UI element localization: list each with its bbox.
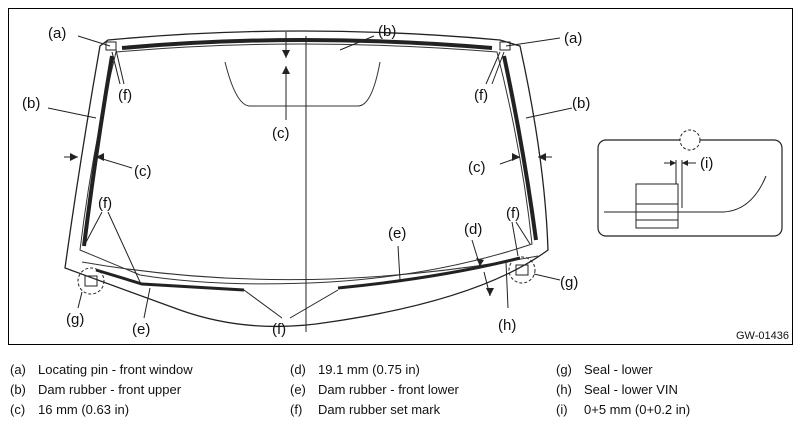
callout-g-left: (g) (66, 311, 84, 328)
detail-inset-marker (679, 129, 701, 151)
callout-c-right: (c) (468, 159, 486, 176)
dam-rubber-lower-right (337, 256, 521, 290)
detail-seal-block (635, 183, 679, 229)
legend-text: 19.1 mm (0.75 in) (318, 362, 420, 377)
windshield-inner-outline (79, 43, 533, 285)
legend-key: (h) (556, 382, 572, 397)
legend-text: Dam rubber - front upper (38, 382, 182, 397)
dam-rubber-left (82, 55, 114, 247)
callout-b-top: (b) (378, 23, 396, 40)
callout-b-left: (b) (22, 95, 40, 112)
legend-item: (b) Dam rubber - front upper (10, 382, 181, 397)
callout-e-mid: (e) (388, 225, 406, 242)
callout-a-right: (a) (564, 30, 582, 47)
legend-item: (a) Locating pin - front window (10, 362, 193, 377)
legend-item: (g) Seal - lower (556, 362, 653, 377)
seal-lower-right (515, 264, 529, 276)
legend-text: 0+5 mm (0+0.2 in) (584, 402, 691, 417)
legend-item: (e) Dam rubber - front lower (290, 382, 459, 397)
lower-glass-line (81, 255, 539, 281)
legend-key: (i) (556, 402, 568, 417)
legend-key: (b) (10, 382, 26, 397)
legend-key: (d) (290, 362, 306, 377)
callout-h: (h) (498, 317, 516, 334)
callout-c-top: (c) (272, 125, 290, 142)
callout-a-left: (a) (48, 25, 66, 42)
legend-text: Locating pin - front window (38, 362, 193, 377)
legend-text: Dam rubber set mark (318, 402, 441, 417)
legend-key: (g) (556, 362, 572, 377)
diagram-frame (8, 8, 793, 345)
callout-f-top-left: (f) (118, 87, 132, 104)
dam-rubber-upper (121, 38, 493, 50)
legend-key: (e) (290, 382, 306, 397)
legend-key: (c) (10, 402, 26, 417)
legend-text: 16 mm (0.63 in) (38, 402, 130, 417)
seal-lower-right-circle (508, 256, 536, 284)
detail-glass-curve (723, 175, 767, 213)
legend-item: (c) 16 mm (0.63 in) (10, 402, 129, 417)
detail-inset-box (597, 139, 783, 237)
legend-key: (f) (290, 402, 303, 417)
callout-d: (d) (464, 221, 482, 238)
legend-text: Dam rubber - front lower (318, 382, 459, 397)
callout-f-bottom: (f) (272, 321, 286, 338)
locating-pin-left (105, 41, 117, 51)
legend-item: (i) 0+5 mm (0+0.2 in) (556, 402, 690, 417)
legend-key: (a) (10, 362, 26, 377)
mirror-mount-outline (224, 61, 381, 107)
dam-rubber-right (502, 55, 538, 241)
seal-lower-left (84, 275, 98, 287)
seal-lower-left-circle (77, 267, 105, 295)
leader-lines (47, 32, 573, 319)
legend-item: (d) 19.1 mm (0.75 in) (290, 362, 420, 377)
callout-f-top-right: (f) (474, 87, 488, 104)
legend-text: Seal - lower (584, 362, 653, 377)
callout-f-left: (f) (98, 195, 112, 212)
callout-i: (i) (700, 155, 713, 172)
legend-text: Seal - lower VIN (584, 382, 678, 397)
callout-g-right: (g) (560, 274, 578, 291)
legend-item: (f) Dam rubber set mark (290, 402, 440, 417)
legend-item: (h) Seal - lower VIN (556, 382, 678, 397)
callout-c-left: (c) (134, 163, 152, 180)
figure-id: GW-01436 (736, 330, 789, 342)
callout-b-right: (b) (572, 95, 590, 112)
arrowheads (70, 50, 546, 296)
windshield-outer-outline (64, 30, 549, 328)
callout-f-right: (f) (506, 205, 520, 222)
dam-rubber-lower-left (95, 268, 245, 292)
callout-e-left: (e) (132, 321, 150, 338)
locating-pin-right (499, 41, 511, 51)
